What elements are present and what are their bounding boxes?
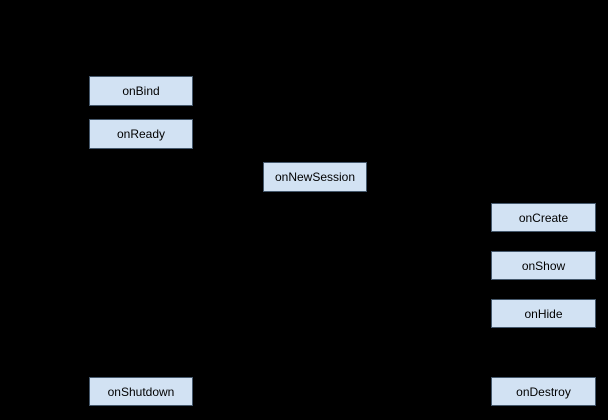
node-oncreate-label: onCreate: [518, 210, 569, 225]
node-onhide: onHide: [491, 299, 596, 328]
node-onready-label: onReady: [116, 127, 166, 141]
node-onshutdown: onShutdown: [89, 377, 193, 406]
node-onshow: onShow: [491, 251, 596, 280]
node-onready: onReady: [89, 119, 193, 149]
node-onnewsession: onNewSession: [263, 162, 367, 192]
node-onshow-label: onShow: [521, 258, 566, 273]
node-onhide-label: onHide: [524, 306, 563, 321]
node-oncreate: onCreate: [491, 203, 596, 232]
node-ondestroy: onDestroy: [491, 377, 596, 406]
node-ondestroy-label: onDestroy: [516, 384, 571, 399]
node-onshutdown-label: onShutdown: [107, 384, 175, 399]
node-onbind: onBind: [89, 76, 193, 106]
node-onnewsession-label: onNewSession: [274, 170, 356, 184]
node-onbind-label: onBind: [122, 84, 160, 98]
